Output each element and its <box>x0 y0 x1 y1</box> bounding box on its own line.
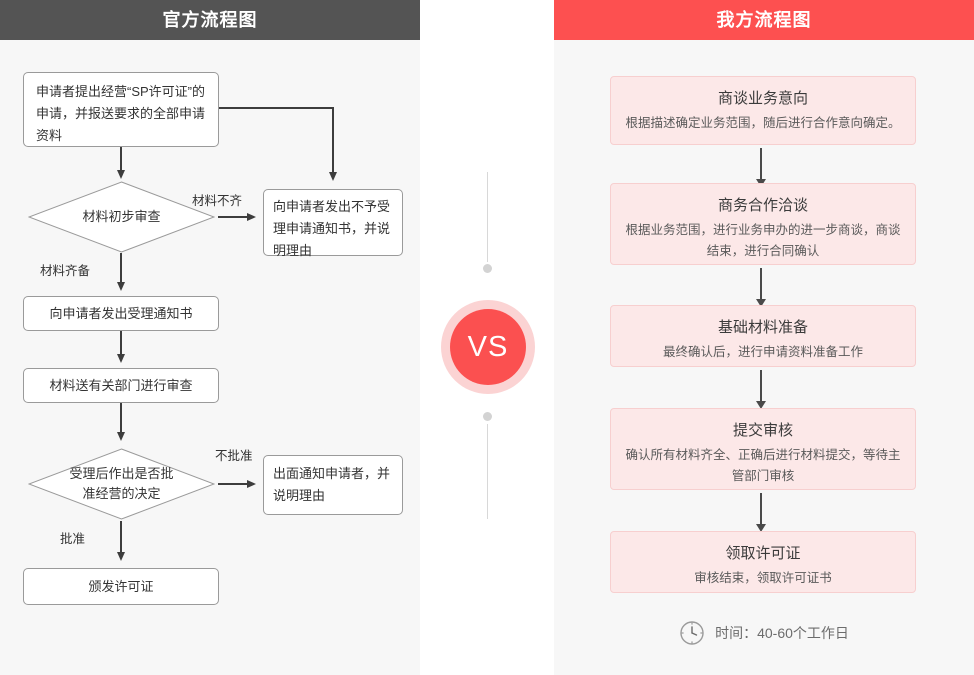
step-title-business-talks: 商务合作洽谈 <box>717 197 808 214</box>
step-arrow-4 <box>756 493 766 532</box>
step-box-business-talks: 商务合作洽谈 根据业务范围，进行业务申办的进一步商谈，商谈结束，进行合同确认 <box>610 183 916 265</box>
step-title-negotiate-intent: 商谈业务意向 <box>717 90 808 107</box>
flow-box-reject-notice-text: 向申请者发出不予受理申请通知书，并说明理由 <box>273 199 391 258</box>
flow-diamond-approval-decision-text: 受理后作出是否批准经营的决定 <box>69 466 174 501</box>
step-box-collect-license: 领取许可证 审核结束，领取许可证书 <box>610 531 916 593</box>
flow-diamond-initial-review: 材料初步审查 <box>28 181 215 253</box>
diamond-shape-approval-decision <box>28 448 215 520</box>
flow-box-dept-review: 材料送有关部门进行审查 <box>23 368 219 403</box>
duration-note: 时间：40-60个工作日 <box>554 620 974 646</box>
flow-box-apply: 申请者提出经营“SP许可证”的申请，并报送要求的全部申请资料 <box>23 72 219 147</box>
step-title-submit-review: 提交审核 <box>732 422 793 439</box>
flow-box-disapprove-notice-text: 出面通知申请者，并说明理由 <box>273 466 391 503</box>
step-desc-material-prep: 最终确认后，进行申请资料准备工作 <box>662 345 863 359</box>
clock-icon <box>680 621 704 645</box>
step-box-material-prep: 基础材料准备 最终确认后，进行申请资料准备工作 <box>610 305 916 367</box>
edge-label-not-approved: 不批准 <box>215 449 253 463</box>
flow-box-accept-notice: 向申请者发出受理通知书 <box>23 296 219 331</box>
flow-box-reject-notice: 向申请者发出不予受理申请通知书，并说明理由 <box>263 189 403 258</box>
step-title-collect-license: 领取许可证 <box>725 545 801 562</box>
edge-label-materials-complete: 材料齐备 <box>40 264 91 278</box>
step-desc-business-talks: 根据业务范围，进行业务申办的进一步商谈，商谈结束，进行合同确认 <box>625 223 901 258</box>
step-box-submit-review: 提交审核 确认所有材料齐全、正确后进行材料提交，等待主管部门审核 <box>610 408 916 490</box>
flow-box-issue-license-text: 颁发许可证 <box>88 578 154 594</box>
flow-diamond-approval-decision: 受理后作出是否批准经营的决定 <box>28 448 215 520</box>
step-arrow-1 <box>756 148 766 187</box>
diamond-shape-initial-review <box>28 181 215 253</box>
divider-line-top <box>487 172 488 262</box>
flow-box-disapprove-notice: 出面通知申请者，并说明理由 <box>263 455 403 515</box>
flow-box-dept-review-text: 材料送有关部门进行审查 <box>49 377 193 393</box>
step-desc-submit-review: 确认所有材料齐全、正确后进行材料提交，等待主管部门审核 <box>625 448 901 483</box>
flow-box-issue-license: 颁发许可证 <box>23 568 219 605</box>
duration-note-text: 时间：40-60个工作日 <box>715 625 849 641</box>
step-arrow-3 <box>756 370 766 409</box>
divider-line-bottom <box>487 424 488 519</box>
flow-box-apply-text: 申请者提出经营“SP许可证”的申请，并报送要求的全部申请资料 <box>36 84 206 143</box>
our-panel-title: 我方流程图 <box>554 0 974 40</box>
divider-dot-top <box>483 264 492 273</box>
divider-dot-bottom <box>483 412 492 421</box>
edge-label-materials-incomplete: 材料不齐 <box>192 194 243 208</box>
flow-diamond-initial-review-text: 材料初步审查 <box>82 209 161 224</box>
step-desc-collect-license: 审核结束，领取许可证书 <box>694 571 832 585</box>
edge-label-approved: 批准 <box>60 532 86 546</box>
vs-label: VS <box>450 309 526 385</box>
vs-badge: VS <box>441 300 535 394</box>
step-arrow-2 <box>756 268 766 307</box>
step-box-negotiate-intent: 商谈业务意向 根据描述确定业务范围，随后进行合作意向确定。 <box>610 76 916 145</box>
official-panel-title: 官方流程图 <box>0 0 420 40</box>
step-title-material-prep: 基础材料准备 <box>717 319 808 336</box>
official-flow-panel: 官方流程图 申请者提出经 <box>0 0 420 675</box>
step-desc-negotiate-intent: 根据描述确定业务范围，随后进行合作意向确定。 <box>625 116 901 130</box>
flow-box-accept-notice-text: 向申请者发出受理通知书 <box>49 305 193 321</box>
